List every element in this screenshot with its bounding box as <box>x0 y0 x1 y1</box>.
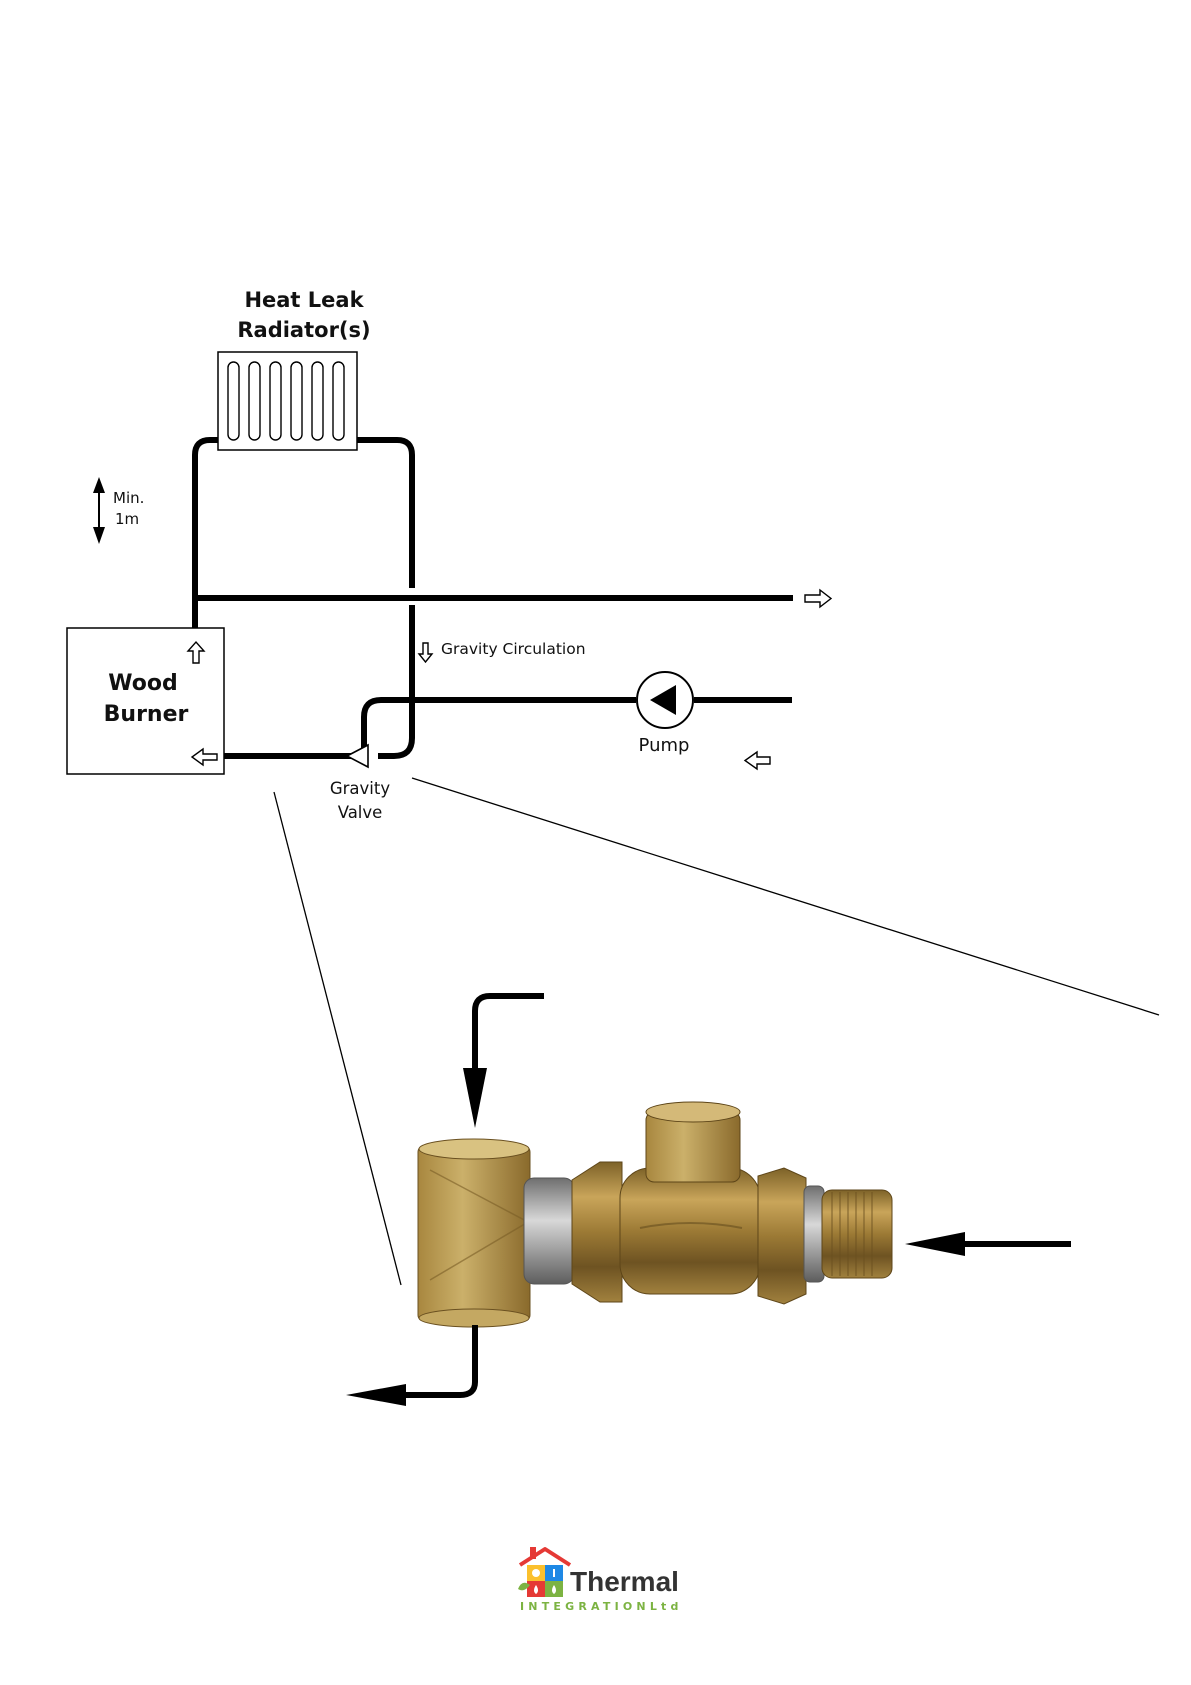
return-in-arrow-icon <box>745 752 770 769</box>
thermal-integration-logo: Thermal INTEGRATIONLtd <box>518 1545 683 1615</box>
pump-symbol <box>637 672 693 728</box>
wood-burner-label-line2: Burner <box>104 702 189 727</box>
gravity-circulation-arrow-icon <box>419 643 432 662</box>
logo-tagline: INTEGRATIONLtd <box>520 1600 683 1613</box>
gravity-valve-label-line2: Valve <box>338 803 383 822</box>
zoom-guide-line-right <box>412 778 1159 1015</box>
pump-label: Pump <box>639 735 690 756</box>
min-height-label-line2: 1m <box>115 510 139 528</box>
gravity-circulation-label: Gravity Circulation <box>441 640 586 658</box>
valve-inlet-top-arrow-icon <box>463 1068 487 1128</box>
wood-burner-label-line1: Wood <box>108 671 177 696</box>
pump-return-pipe <box>364 700 636 749</box>
radiator-return-pipe-lower <box>378 605 412 756</box>
zoom-guide-line-left <box>274 792 401 1285</box>
heat-leak-label-line1: Heat Leak <box>244 288 364 312</box>
valve-outlet-bottom-pipe <box>395 1325 475 1395</box>
gravity-valve-symbol <box>347 745 368 767</box>
logo-name: Thermal <box>570 1566 679 1597</box>
valve-inlet-right-arrow-icon <box>905 1232 965 1256</box>
valve-outlet-bottom-arrow-icon <box>346 1384 406 1406</box>
radiator-return-pipe <box>357 440 412 588</box>
valve-inlet-top-pipe <box>475 996 544 1080</box>
gravity-valve-photo <box>418 1102 892 1327</box>
heat-leak-radiator <box>218 352 357 450</box>
min-height-indicator <box>93 477 105 544</box>
heat-leak-label-line2: Radiator(s) <box>237 318 370 342</box>
min-height-label-line1: Min. <box>113 489 144 507</box>
flow-out-arrow-icon <box>805 590 831 607</box>
gravity-valve-label-line1: Gravity <box>330 779 390 798</box>
